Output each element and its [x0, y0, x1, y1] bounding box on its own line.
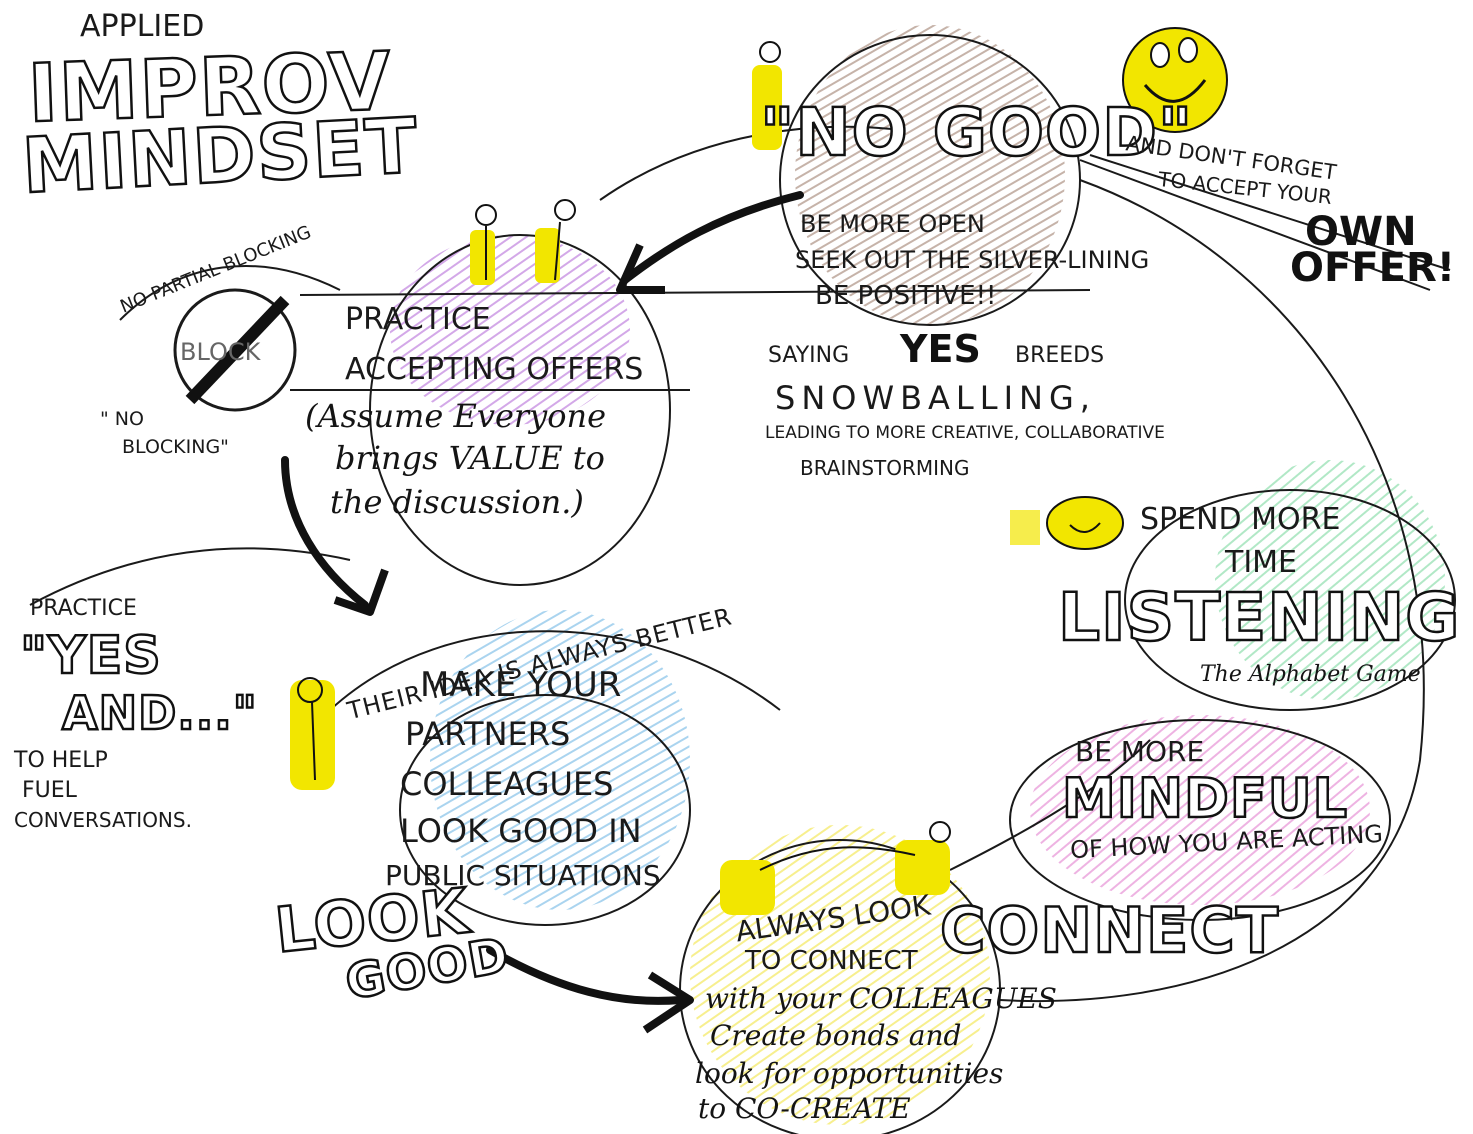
bubble-accepting — [369, 234, 671, 586]
bubble-mindful — [1009, 719, 1391, 921]
look-good-line-5: PUBLIC SITUATIONS — [385, 859, 661, 892]
listening-big: LISTENING — [1057, 579, 1461, 656]
line-own-offer-2 — [1079, 159, 1431, 291]
yes-breeds-saying: SAYING — [768, 343, 850, 368]
accepting-line-1: PRACTICE — [345, 302, 491, 337]
accepting-line-2: ACCEPTING OFFERS — [345, 352, 644, 387]
arc-their-idea — [329, 630, 781, 711]
pink-wash — [1030, 715, 1370, 905]
blue-wash — [430, 610, 690, 910]
line-own-offer — [1089, 154, 1451, 271]
no-blocking-line-1: " NO — [100, 408, 144, 430]
smiley-listening-icon — [1010, 496, 1124, 550]
yes-breeds-yes: YES — [900, 327, 981, 371]
accepting-line-4: brings VALUE to — [335, 439, 605, 477]
yes-breeds-line-3: LEADING TO MORE CREATIVE, COLLABORATIVE — [765, 423, 1165, 443]
bubble-look-good — [399, 694, 691, 926]
mindful-line-1: BE MORE — [1075, 735, 1205, 768]
listening-line-1: SPEND MORE — [1140, 502, 1341, 537]
own-offer-big-2: OFFER! — [1290, 245, 1456, 291]
yes-breeds-line-4: BRAINSTORMING — [800, 456, 970, 480]
yes-and-line-2: FUEL — [22, 778, 77, 803]
block-slash — [185, 295, 290, 405]
title-mindset: MINDSET — [19, 99, 422, 211]
arrow-nogood-to-accepting — [621, 191, 804, 284]
outer-loop-right — [999, 179, 1425, 1003]
arrowhead-1 — [616, 243, 665, 294]
arrowhead-2 — [333, 568, 389, 616]
smiley-face-icon — [1122, 27, 1228, 133]
person-yes-icon — [290, 677, 335, 790]
yes-and-practice: PRACTICE — [30, 596, 137, 621]
no-good-line-1: BE MORE OPEN — [800, 210, 985, 238]
arrow-accepting-to-lookgood — [281, 456, 369, 609]
look-good-line-2: PARTNERS — [405, 715, 571, 753]
title-applied: APPLIED — [80, 9, 205, 44]
connect-line-5: look for opportunities — [695, 1057, 1004, 1090]
no-good-line-2: SEEK OUT THE SILVER-LINING — [795, 246, 1150, 274]
accepting-line-5: the discussion.) — [330, 483, 584, 521]
own-offer-big-1: OWN — [1305, 209, 1417, 255]
block-word: BLOCK — [180, 338, 261, 366]
line-no-good — [299, 289, 1091, 296]
yes-and-yes: "YES — [19, 626, 162, 686]
listening-game: The Alphabet Game — [1200, 662, 1421, 687]
yes-and-and: AND..." — [61, 686, 258, 740]
brown-wash — [795, 25, 1065, 325]
arrowhead-3 — [642, 971, 694, 1034]
yes-and-line-1: TO HELP — [14, 748, 108, 773]
yes-breeds-breeds: BREEDS — [1015, 343, 1105, 368]
arrow-lookgood-to-connect — [486, 946, 684, 1005]
look-good-line-1: MAKE YOUR — [420, 665, 622, 705]
connect-line-2: TO CONNECT — [745, 946, 918, 976]
yes-and-line-3: CONVERSATIONS. — [14, 808, 192, 832]
connect-line-4: Create bonds and — [710, 1019, 962, 1052]
people-handshake-icon — [470, 199, 576, 285]
bubble-listening — [1124, 489, 1456, 711]
listening-line-2: TIME — [1225, 545, 1298, 580]
accepting-line-3: (Assume Everyone — [305, 397, 607, 435]
green-wash — [1215, 460, 1445, 700]
no-good-line-3: BE POSITIVE!! — [815, 281, 997, 311]
connect-big: CONNECT — [939, 894, 1280, 967]
look-good-line-4: LOOK GOOD IN — [400, 812, 642, 850]
person-no-good-icon — [752, 41, 782, 150]
connect-line-6: to CO-CREATE — [698, 1092, 911, 1125]
block-circle — [173, 288, 297, 412]
no-good-heading: "NO GOOD" — [759, 94, 1194, 171]
look-good-line-3: COLLEAGUES — [400, 765, 614, 803]
yes-breeds-snowballing: SNOWBALLING, — [775, 379, 1096, 417]
no-blocking-line-2: BLOCKING" — [122, 436, 229, 458]
purple-wash — [390, 235, 630, 425]
arc-no-partial — [119, 265, 341, 321]
mindful-big: MINDFUL — [1061, 767, 1349, 830]
people-connect-icon — [720, 821, 951, 915]
connect-line-3: with your COLLEAGUES — [705, 982, 1057, 1015]
connect-loop-link — [949, 739, 1151, 871]
